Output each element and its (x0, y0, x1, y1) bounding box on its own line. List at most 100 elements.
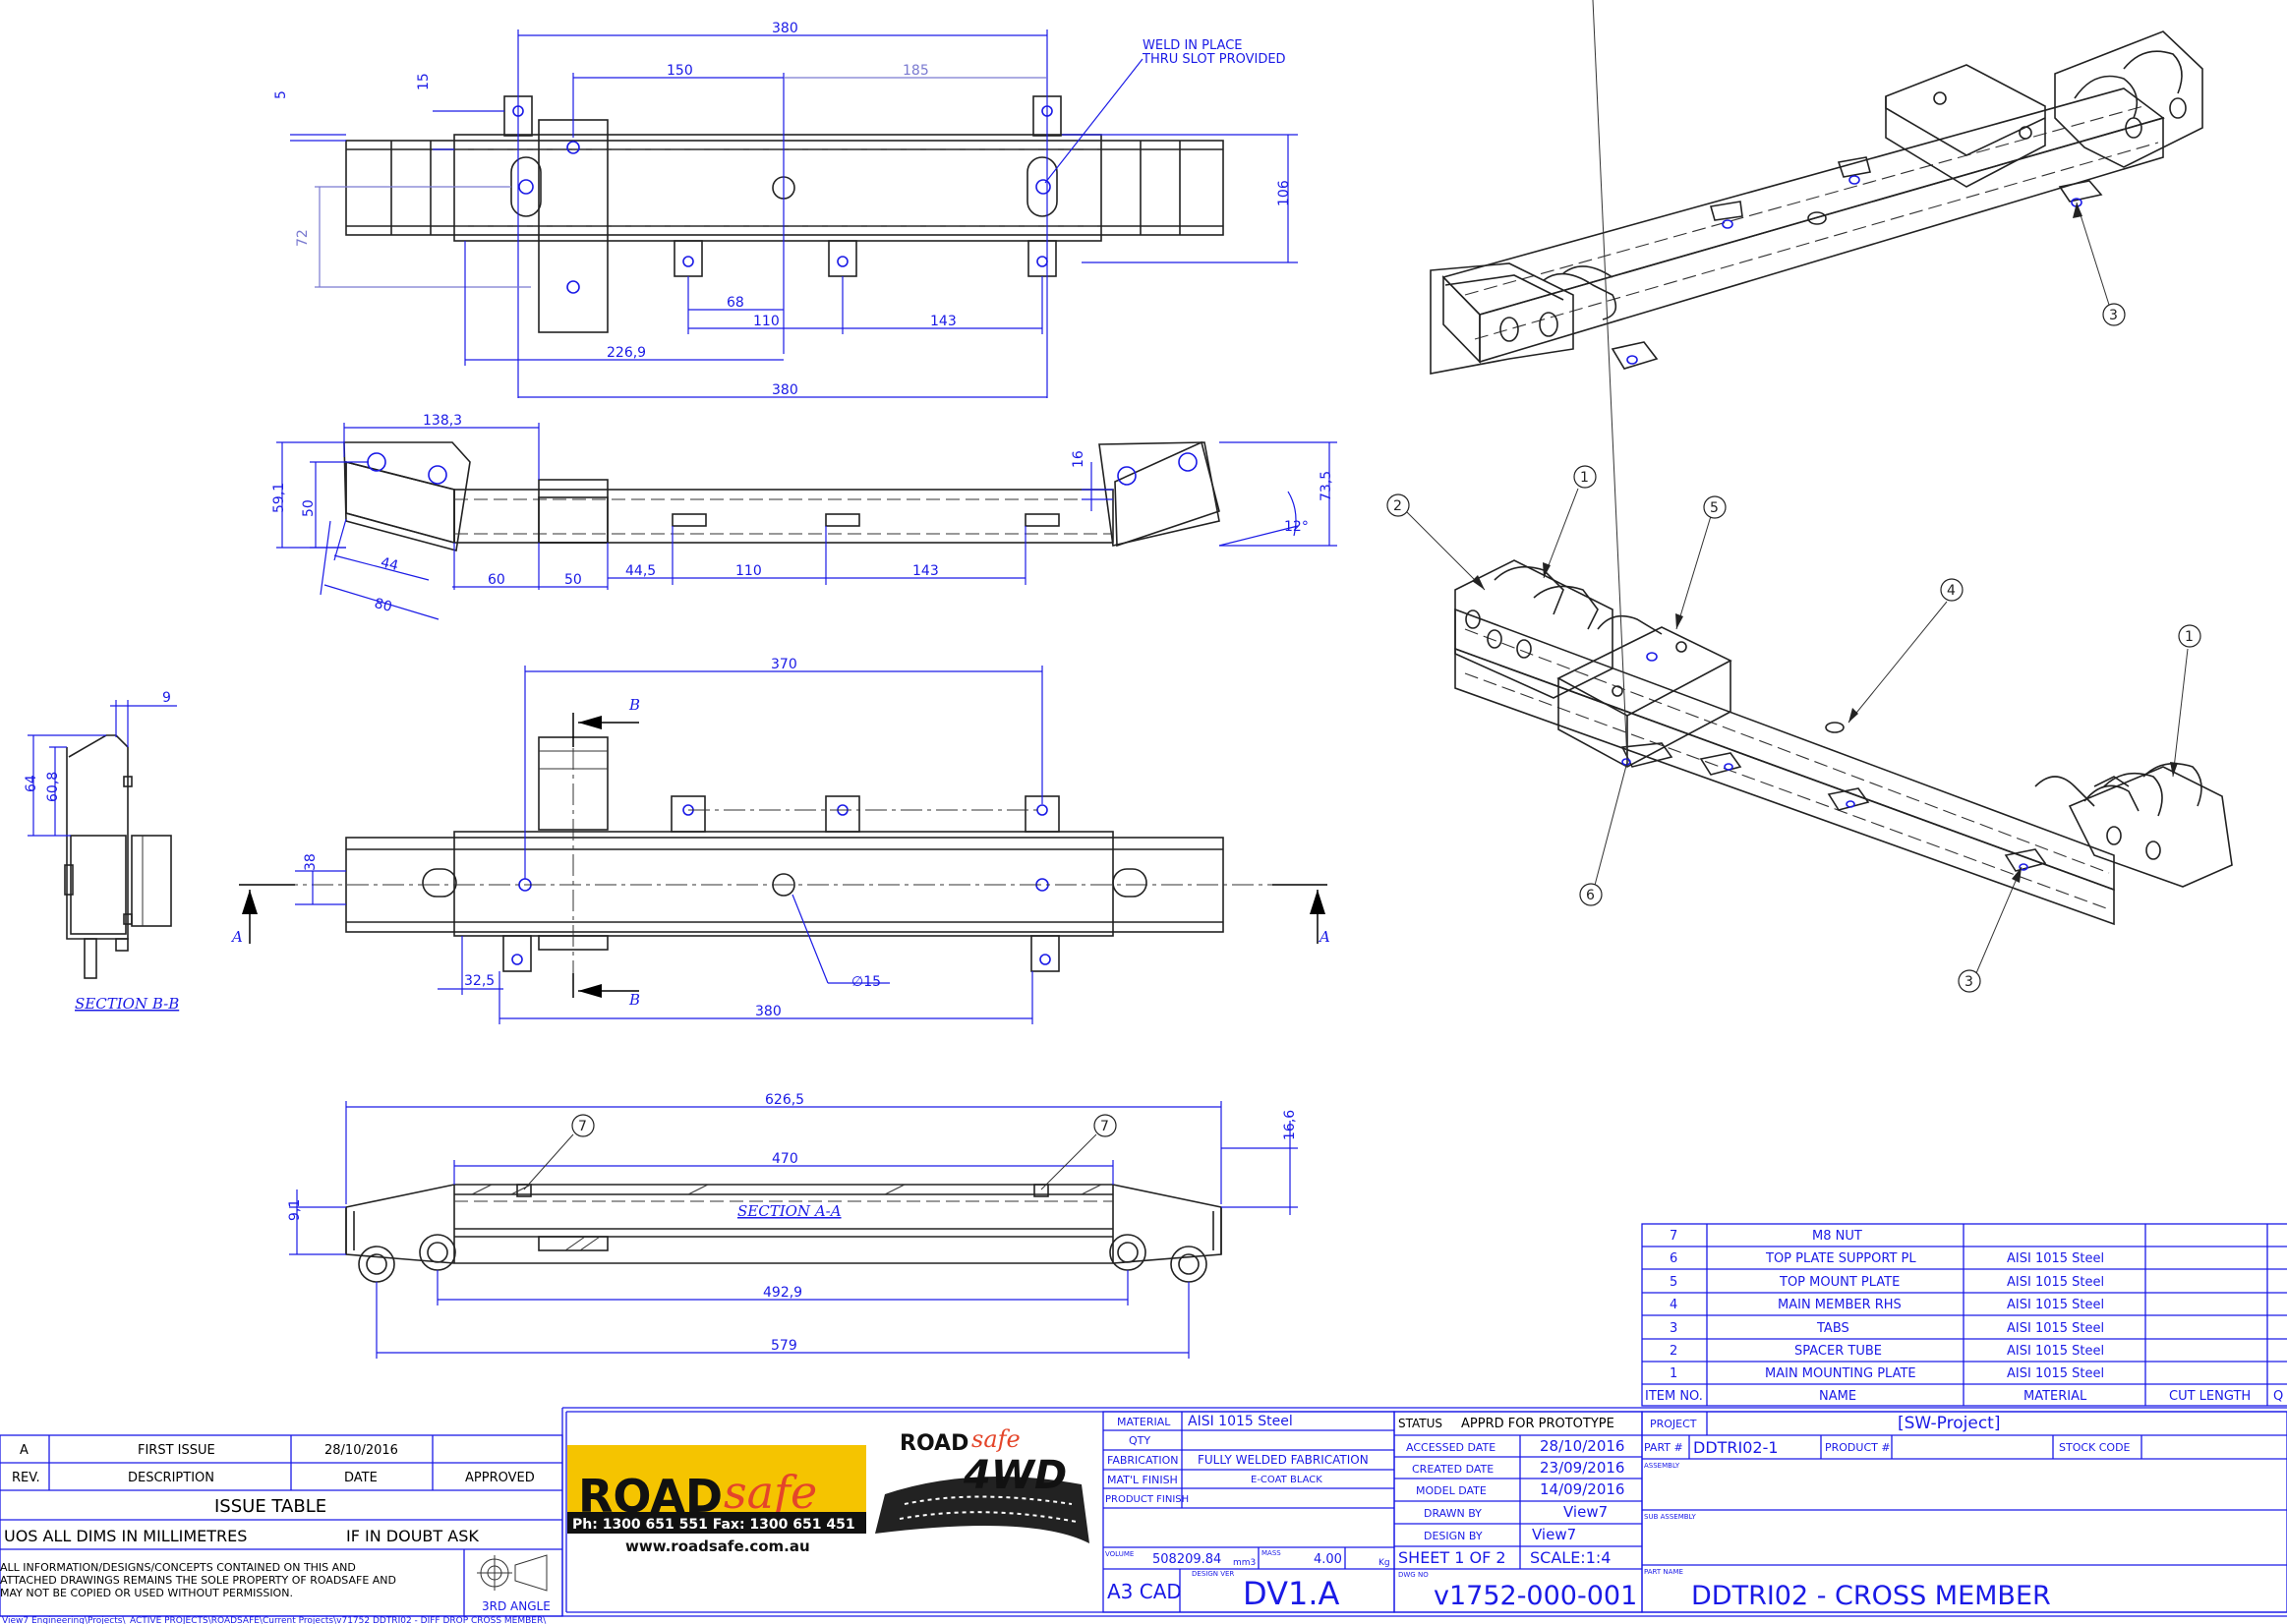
prop-finish: E-COAT BLACK (1251, 1475, 1322, 1485)
issue-table-title: ISSUE TABLE (214, 1496, 326, 1517)
bom-name-7: M8 NUT (1812, 1229, 1862, 1244)
bom-item-6: 6 (1670, 1251, 1677, 1266)
top-dim-185: 185 (903, 63, 929, 79)
side-dim-138-3: 138,3 (423, 413, 462, 429)
bottom-view: A A B B 370 38 32,5 380 ∅15 (230, 657, 1330, 1024)
issue-rev: A (20, 1443, 29, 1458)
title-block: A FIRST ISSUE 28/10/2016 REV. DESCRIPTIO… (0, 1407, 2287, 1624)
prop-volume-label: VOLUME (1105, 1550, 1134, 1558)
bom-name-2: SPACER TUBE (1794, 1344, 1882, 1359)
roadsafe-logo-phone: Ph: 1300 651 551 Fax: 1300 651 451 (572, 1517, 855, 1533)
bottom-dim-dia-15: ∅15 (851, 974, 881, 990)
prop-pfinish-label: PRODUCT FINISH (1105, 1494, 1189, 1505)
section-arrow-b-top: B (628, 696, 640, 714)
section-b-label: SECTION B-B (75, 995, 179, 1013)
status-value: APPRD FOR PROTOTYPE (1461, 1417, 1614, 1431)
legal-line2: ATTACHED DRAWINGS REMAINS THE SOLE PROPE… (0, 1574, 396, 1587)
project-label: PROJECT (1650, 1418, 1697, 1430)
roadsafe-logo: ROAD safe Ph: 1300 651 551 Fax: 1300 651… (567, 1445, 866, 1555)
product-label: PRODUCT # (1825, 1441, 1891, 1454)
prop-fab: FULLY WELDED FABRICATION (1198, 1453, 1369, 1467)
section-b-b: 9 64 60,8 SECTION B-B (24, 690, 179, 1013)
bom-name-3: TABS (1816, 1321, 1849, 1336)
prop-volume: 508209.84 (1152, 1552, 1221, 1567)
bom-item-4: 4 (1670, 1298, 1677, 1312)
side-dim-80: 80 (373, 596, 393, 615)
r4-logo-safe: safe (971, 1425, 1021, 1453)
top-dim-380-lower: 380 (772, 382, 798, 398)
project-value: [SW-Project] (1898, 1414, 2000, 1433)
bom-mat-6: AISI 1015 Steel (2007, 1251, 2104, 1266)
top-view: 380 150 185 5 15 106 72 68 110 143 226,9… (273, 21, 1298, 398)
part-label: PART # (1644, 1441, 1683, 1454)
prop-mass: 4.00 (1314, 1552, 1342, 1567)
seca-dim-492-9: 492,9 (763, 1285, 802, 1301)
iso-balloon-1-right: 1 (2185, 629, 2194, 645)
status-design: View7 (1532, 1526, 1576, 1543)
top-dim-68: 68 (727, 295, 744, 311)
prop-dver: DV1.A (1243, 1575, 1340, 1612)
part-value: DDTRI02-1 (1693, 1438, 1779, 1457)
prop-mass-label: MASS (1261, 1549, 1281, 1557)
issue-header-approved: APPROVED (465, 1471, 535, 1485)
top-dim-110: 110 (753, 314, 780, 329)
partname-label: PART NAME (1644, 1568, 1683, 1576)
legal-line1: ALL INFORMATION/DESIGNS/CONCEPTS CONTAIN… (0, 1561, 356, 1574)
third-angle-projection-icon (477, 1554, 548, 1592)
section-arrow-b-bottom: B (628, 991, 640, 1009)
isometric-view-bottom: 2 1 5 4 1 6 3 (1386, 0, 2233, 993)
status-scale: SCALE:1:4 (1530, 1548, 1611, 1567)
side-dim-143: 143 (912, 563, 939, 579)
secb-dim-64: 64 (24, 775, 39, 792)
r4-logo-4wd: 4WD (963, 1453, 1067, 1498)
status-design-label: DESIGN BY (1424, 1530, 1483, 1542)
bom-item-5: 5 (1670, 1275, 1677, 1290)
status-dwg-label: DWG NO (1398, 1571, 1429, 1579)
stock-code-label: STOCK CODE (2059, 1441, 2131, 1454)
seca-dim-16-6: 16,6 (1282, 1110, 1298, 1140)
legal-line3: MAY NOT BE COPIED OR USED WITHOUT PERMIS… (0, 1587, 293, 1599)
issue-header-rev: REV. (12, 1471, 40, 1485)
bom-mat-3: AISI 1015 Steel (2007, 1321, 2104, 1336)
secb-dim-60-8: 60,8 (45, 772, 61, 802)
status-accessed-label: ACCESSED DATE (1406, 1441, 1495, 1454)
bom-mat-5: AISI 1015 Steel (2007, 1275, 2104, 1290)
bom-name-5: TOP MOUNT PLATE (1779, 1275, 1900, 1290)
issue-header-desc: DESCRIPTION (128, 1471, 214, 1485)
status-accessed: 28/10/2016 (1540, 1437, 1624, 1455)
weld-note-line2: THRU SLOT PROVIDED (1142, 52, 1286, 67)
status-dwg: v1752-000-001 (1434, 1581, 1637, 1611)
prop-material-label: MATERIAL (1117, 1416, 1171, 1428)
section-a-a: 7 7 626,5 470 16,6 9,1 492,9 579 SECTION… (287, 1092, 1298, 1359)
bottom-dim-370: 370 (771, 657, 797, 672)
prop-material: AISI 1015 Steel (1188, 1414, 1293, 1429)
bom-mat-4: AISI 1015 Steel (2007, 1298, 2104, 1312)
side-dim-110: 110 (735, 563, 762, 579)
bom-name-6: TOP PLATE SUPPORT PL (1765, 1251, 1916, 1266)
top-dim-72: 72 (295, 229, 311, 247)
bom-header-name: NAME (1819, 1389, 1856, 1404)
bom-header-qty: Q (2273, 1389, 2283, 1404)
iso-balloon-6: 6 (1586, 888, 1595, 903)
seca-balloon-7-right: 7 (1100, 1119, 1109, 1134)
iso-balloon-5: 5 (1710, 500, 1719, 516)
prop-mass-unit: Kg (1378, 1558, 1390, 1568)
side-view: 138,3 59,1 50 16 73,5 12° 44 80 60 50 44… (271, 413, 1337, 620)
section-arrow-a-left: A (230, 928, 243, 946)
side-dim-16: 16 (1071, 450, 1086, 468)
issue-description: FIRST ISSUE (138, 1443, 215, 1458)
bom-mat-2: AISI 1015 Steel (2007, 1344, 2104, 1359)
third-angle-label: 3RD ANGLE (482, 1599, 551, 1613)
side-dim-60: 60 (488, 572, 505, 588)
iso-top-balloon-3: 3 (2109, 308, 2118, 323)
bom-item-2: 2 (1670, 1344, 1677, 1359)
section-arrow-a-right: A (1318, 928, 1330, 946)
subassembly-label: SUB ASSEMBLY (1644, 1513, 1697, 1521)
side-dim-44: 44 (380, 554, 400, 574)
status-label: STATUS (1398, 1417, 1442, 1430)
top-dim-106: 106 (1276, 180, 1292, 206)
assembly-label: ASSEMBLY (1644, 1462, 1680, 1470)
bom-header-material: MATERIAL (2023, 1389, 2087, 1404)
seca-dim-9-1: 9,1 (287, 1199, 303, 1221)
